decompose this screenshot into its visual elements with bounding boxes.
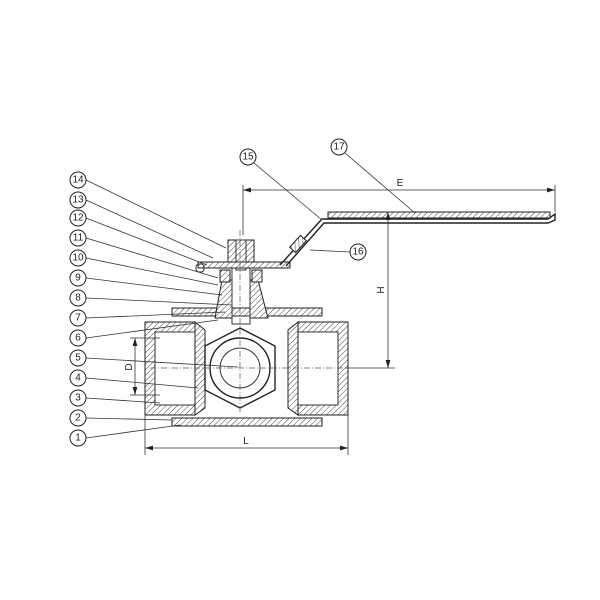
left-seat	[194, 320, 206, 416]
svg-text:12: 12	[72, 213, 84, 224]
callout-11: 11	[69, 229, 87, 247]
handle-sleeve	[288, 234, 308, 254]
right-port	[297, 331, 339, 406]
stem-nut	[227, 239, 255, 263]
callout-14: 14	[69, 171, 87, 189]
body-top-wall	[171, 307, 323, 317]
callout-16: 16	[349, 243, 367, 261]
packing-left	[219, 269, 231, 283]
svg-text:14: 14	[72, 175, 84, 186]
body-bottom-wall	[171, 417, 323, 427]
callout-7: 7	[69, 309, 87, 327]
callout-15: 15	[239, 148, 257, 166]
svg-text:10: 10	[72, 253, 84, 264]
callout-13: 13	[69, 191, 87, 209]
left-end-cap	[144, 321, 196, 416]
callout-8: 8	[69, 289, 87, 307]
callout-12: 12	[69, 209, 87, 227]
bonnet-right	[249, 279, 269, 319]
callout-5: 5	[69, 349, 87, 367]
stem-top	[235, 239, 247, 271]
callout-leaders	[85, 152, 416, 439]
callout-3: 3	[69, 389, 87, 407]
svg-text:3: 3	[75, 393, 81, 404]
svg-text:1: 1	[75, 433, 81, 444]
right-end-cap	[297, 321, 349, 416]
svg-text:15: 15	[242, 152, 254, 163]
dimension-d-label: D	[124, 363, 135, 370]
svg-text:5: 5	[75, 353, 81, 364]
dimensions: E H L D	[124, 178, 556, 455]
callout-4: 4	[69, 369, 87, 387]
svg-text:6: 6	[75, 333, 81, 344]
svg-text:11: 11	[73, 233, 84, 244]
handle-grip	[327, 211, 551, 219]
callout-10: 10	[69, 249, 87, 267]
dimension-h-label: H	[376, 286, 387, 293]
callout-1: 1	[69, 429, 87, 447]
valve-body	[144, 211, 556, 427]
callout-2: 2	[69, 409, 87, 427]
callout-17: 17	[330, 138, 348, 156]
dimension-l-label: L	[243, 436, 249, 447]
callouts: 1 2 3 4 5 6 7 8 9 10 11 12 13 14 15 16 1…	[69, 138, 367, 447]
left-port	[154, 331, 196, 406]
stop-plate	[197, 261, 291, 269]
svg-text:17: 17	[333, 142, 345, 153]
handle-lever	[279, 212, 556, 267]
callout-6: 6	[69, 329, 87, 347]
dimension-e-label: E	[397, 178, 404, 189]
svg-text:2: 2	[75, 413, 81, 424]
right-seat	[287, 320, 299, 416]
center-lines	[150, 230, 345, 412]
svg-text:16: 16	[352, 247, 364, 258]
svg-text:9: 9	[75, 273, 81, 284]
svg-text:13: 13	[72, 195, 84, 206]
callout-9: 9	[69, 269, 87, 287]
packing-right	[251, 269, 263, 283]
stop-pin	[195, 263, 205, 273]
svg-text:8: 8	[75, 293, 81, 304]
svg-text:7: 7	[75, 313, 81, 324]
svg-text:4: 4	[75, 373, 81, 384]
